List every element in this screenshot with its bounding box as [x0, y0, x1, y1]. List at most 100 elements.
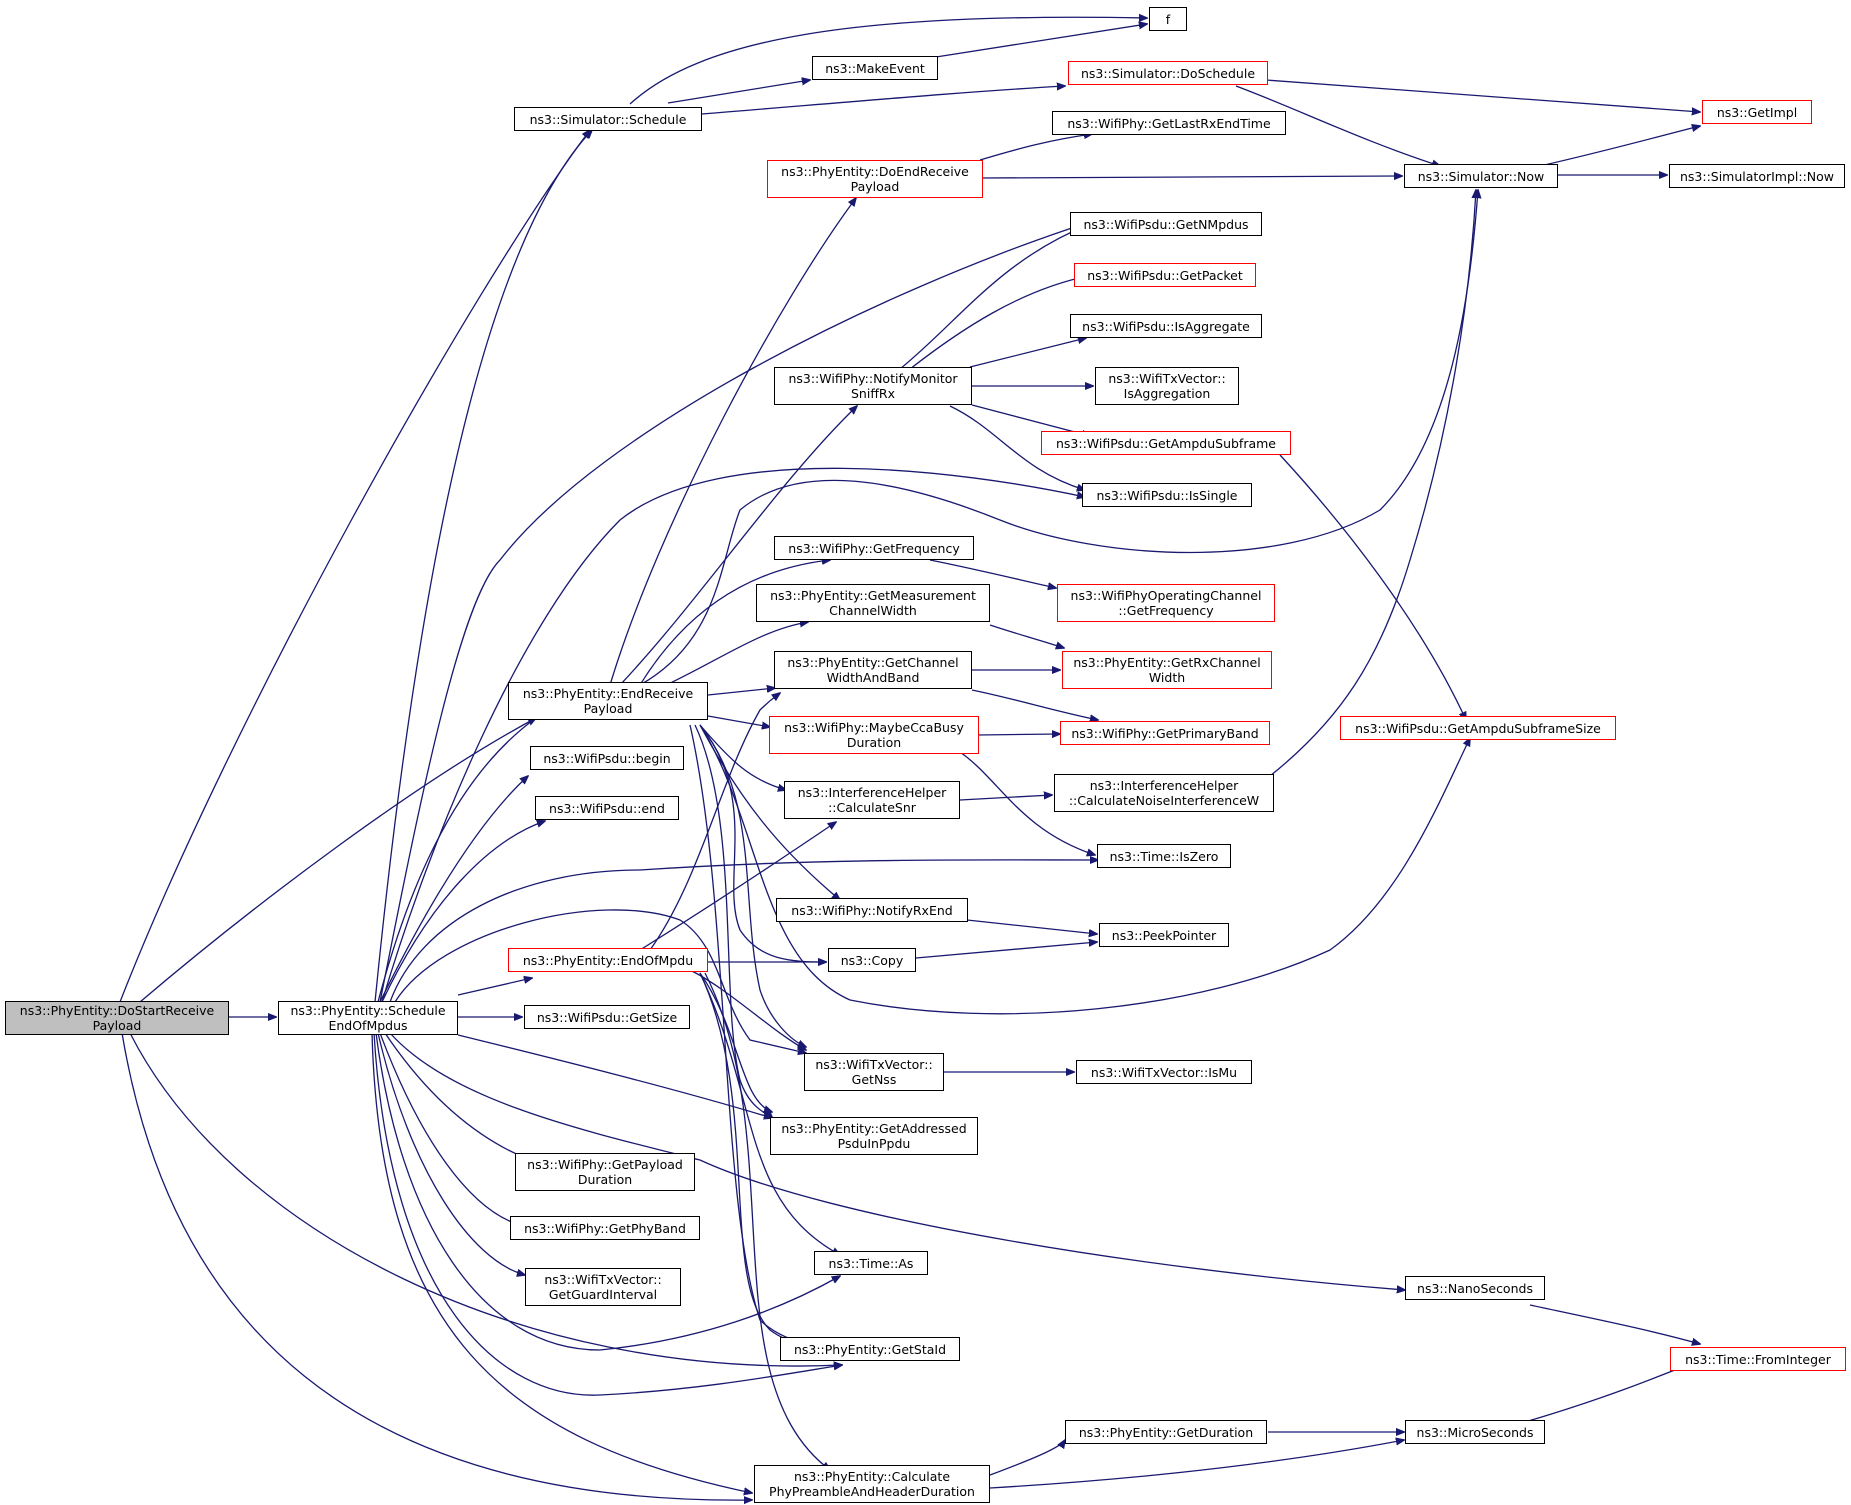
node-label: ns3::WifiPsdu::IsSingle	[1096, 487, 1238, 503]
edge-copy-to-peek	[915, 942, 1097, 959]
node-notify-rx-end[interactable]: ns3::WifiPhy::NotifyRxEnd	[776, 898, 968, 922]
node-label: ns3::MakeEvent	[825, 60, 925, 76]
node-get-sta-id[interactable]: ns3::PhyEntity::GetStaId	[780, 1337, 960, 1361]
node-label: ns3::WifiPsdu::begin	[543, 750, 671, 766]
node-label: ns3::Time::As	[828, 1255, 914, 1271]
node-get-ampdu-subframe-size[interactable]: ns3::WifiPsdu::GetAmpduSubframeSize	[1340, 716, 1616, 740]
node-get-packet[interactable]: ns3::WifiPsdu::GetPacket	[1074, 263, 1256, 287]
node-label: Duration	[577, 1172, 633, 1187]
node-label: ns3::PhyEntity::DoEndReceive	[781, 164, 969, 179]
edge-channel-width-band-to-primary-band	[971, 689, 1098, 720]
edge-sched-to-time-is-zero	[389, 860, 1098, 1003]
node-label: ns3::PhyEntity::EndOfMpdu	[522, 952, 694, 968]
node-is-aggregation[interactable]: ns3::WifiTxVector::IsAggregation	[1095, 367, 1239, 405]
node-is-mu[interactable]: ns3::WifiTxVector::IsMu	[1076, 1060, 1252, 1084]
node-label: ns3::WifiPsdu::IsAggregate	[1082, 318, 1250, 334]
edge-erp-to-do-end-receive	[609, 198, 856, 686]
node-calculate-noise-interference-w[interactable]: ns3::InterferenceHelper::CalculateNoiseI…	[1054, 774, 1274, 812]
node-psdu-begin[interactable]: ns3::WifiPsdu::begin	[530, 746, 684, 770]
node-label: ns3::WifiTxVector::	[544, 1272, 662, 1287]
node-get-impl[interactable]: ns3::GetImpl	[1702, 100, 1812, 124]
node-simulatorimpl-now[interactable]: ns3::SimulatorImpl::Now	[1669, 164, 1845, 188]
node-label: IsAggregation	[1123, 386, 1211, 401]
edge-noise-to-now	[1269, 190, 1476, 777]
node-label: ns3::WifiPhy::GetPayload	[527, 1157, 683, 1172]
node-is-single[interactable]: ns3::WifiPsdu::IsSingle	[1082, 483, 1252, 507]
node-label: ns3::WifiPhyOperatingChannel	[1070, 588, 1262, 603]
edge-eom-to-channel-width-band	[649, 693, 780, 951]
node-copy[interactable]: ns3::Copy	[828, 948, 916, 972]
edge-root-to-calculate-preamble	[121, 1032, 752, 1500]
edge-calculate-snr-to-noise	[959, 795, 1052, 801]
node-calculate-snr[interactable]: ns3::InterferenceHelper::CalculateSnr	[784, 781, 960, 819]
edge-nm-to-get-n-mpdus	[899, 224, 1090, 370]
node-label: ns3::PhyEntity::GetAddressed	[781, 1121, 967, 1136]
node-label: ns3::WifiPsdu::GetNMpdus	[1083, 216, 1249, 232]
edge-sched-to-get-guard-interval	[377, 1032, 525, 1275]
node-is-aggregate[interactable]: ns3::WifiPsdu::IsAggregate	[1070, 314, 1262, 338]
node-wifiphy-get-last-rx-end-time[interactable]: ns3::WifiPhy::GetLastRxEndTime	[1052, 111, 1286, 135]
node-label: ns3::PhyEntity::Schedule	[290, 1003, 446, 1018]
node-label: ns3::WifiPhy::NotifyRxEnd	[791, 902, 953, 918]
node-get-n-mpdus[interactable]: ns3::WifiPsdu::GetNMpdus	[1070, 212, 1262, 236]
node-simulator-now[interactable]: ns3::Simulator::Now	[1404, 164, 1558, 188]
node-get-nss[interactable]: ns3::WifiTxVector::GetNss	[804, 1053, 944, 1091]
node-get-phy-band[interactable]: ns3::WifiPhy::GetPhyBand	[510, 1216, 700, 1240]
node-time-is-zero[interactable]: ns3::Time::IsZero	[1097, 844, 1231, 868]
node-psdu-end[interactable]: ns3::WifiPsdu::end	[535, 796, 679, 820]
edge-do-schedule-to-now	[1235, 85, 1440, 166]
edge-do-schedule-to-get-impl	[1265, 79, 1700, 112]
node-end-of-mpdu[interactable]: ns3::PhyEntity::EndOfMpdu	[508, 948, 708, 972]
node-label: ns3::PhyEntity::GetChannel	[787, 655, 959, 670]
edge-notify-rx-end-to-peek	[966, 919, 1097, 934]
edge-preamble-to-micro	[989, 1440, 1404, 1489]
edge-erp-to-get-nss	[699, 724, 806, 1047]
node-get-primary-band[interactable]: ns3::WifiPhy::GetPrimaryBand	[1060, 721, 1270, 745]
edge-eom-to-get-addressed-psdu	[699, 972, 772, 1112]
node-make-event[interactable]: ns3::MakeEvent	[812, 56, 938, 80]
node-simulator-do-schedule[interactable]: ns3::Simulator::DoSchedule	[1068, 61, 1268, 85]
edge-sched-to-time-as	[375, 1032, 840, 1351]
node-time-from-integer[interactable]: ns3::Time::FromInteger	[1670, 1347, 1846, 1371]
node-label: ns3::PhyEntity::GetDuration	[1078, 1424, 1254, 1440]
node-operating-channel-get-frequency[interactable]: ns3::WifiPhyOperatingChannel::GetFrequen…	[1057, 584, 1275, 622]
node-simulator-schedule[interactable]: ns3::Simulator::Schedule	[514, 107, 702, 131]
edge-maybe-cca-to-primary-band	[977, 734, 1060, 735]
edge-get-frequency-to-op-frequency	[929, 559, 1056, 588]
edge-nm-to-is-single	[949, 405, 1085, 490]
node-label: ns3::SimulatorImpl::Now	[1679, 168, 1835, 184]
edge-sched-to-get-sta-id	[373, 1032, 842, 1396]
edge-erp-to-get-addressed-psdu	[694, 724, 772, 1117]
node-peek-pointer[interactable]: ns3::PeekPointer	[1099, 923, 1229, 947]
edge-nm-to-is-aggregate	[969, 338, 1086, 368]
edge-preamble-to-get-duration	[989, 1440, 1065, 1476]
node-get-guard-interval[interactable]: ns3::WifiTxVector::GetGuardInterval	[525, 1268, 681, 1306]
node-nano-seconds[interactable]: ns3::NanoSeconds	[1405, 1276, 1545, 1300]
node-get-duration[interactable]: ns3::PhyEntity::GetDuration	[1065, 1420, 1267, 1444]
node-label: EndOfMpdus	[328, 1018, 408, 1033]
node-label: WidthAndBand	[826, 670, 920, 685]
node-label: ns3::WifiPhy::GetPrimaryBand	[1071, 725, 1259, 741]
node-get-ampdu-subframe[interactable]: ns3::WifiPsdu::GetAmpduSubframe	[1041, 431, 1291, 455]
node-get-frequency[interactable]: ns3::WifiPhy::GetFrequency	[774, 536, 974, 560]
node-psdu-get-size[interactable]: ns3::WifiPsdu::GetSize	[524, 1005, 690, 1029]
node-label: ::CalculateNoiseInterferenceW	[1068, 793, 1260, 808]
node-micro-seconds[interactable]: ns3::MicroSeconds	[1405, 1420, 1545, 1444]
node-f[interactable]: f	[1149, 7, 1187, 31]
node-time-as[interactable]: ns3::Time::As	[814, 1251, 928, 1275]
edge-erp-to-ampdu-subframe-size	[699, 724, 1470, 1015]
node-label: ns3::NanoSeconds	[1417, 1280, 1533, 1296]
node-label: Payload	[850, 179, 900, 194]
